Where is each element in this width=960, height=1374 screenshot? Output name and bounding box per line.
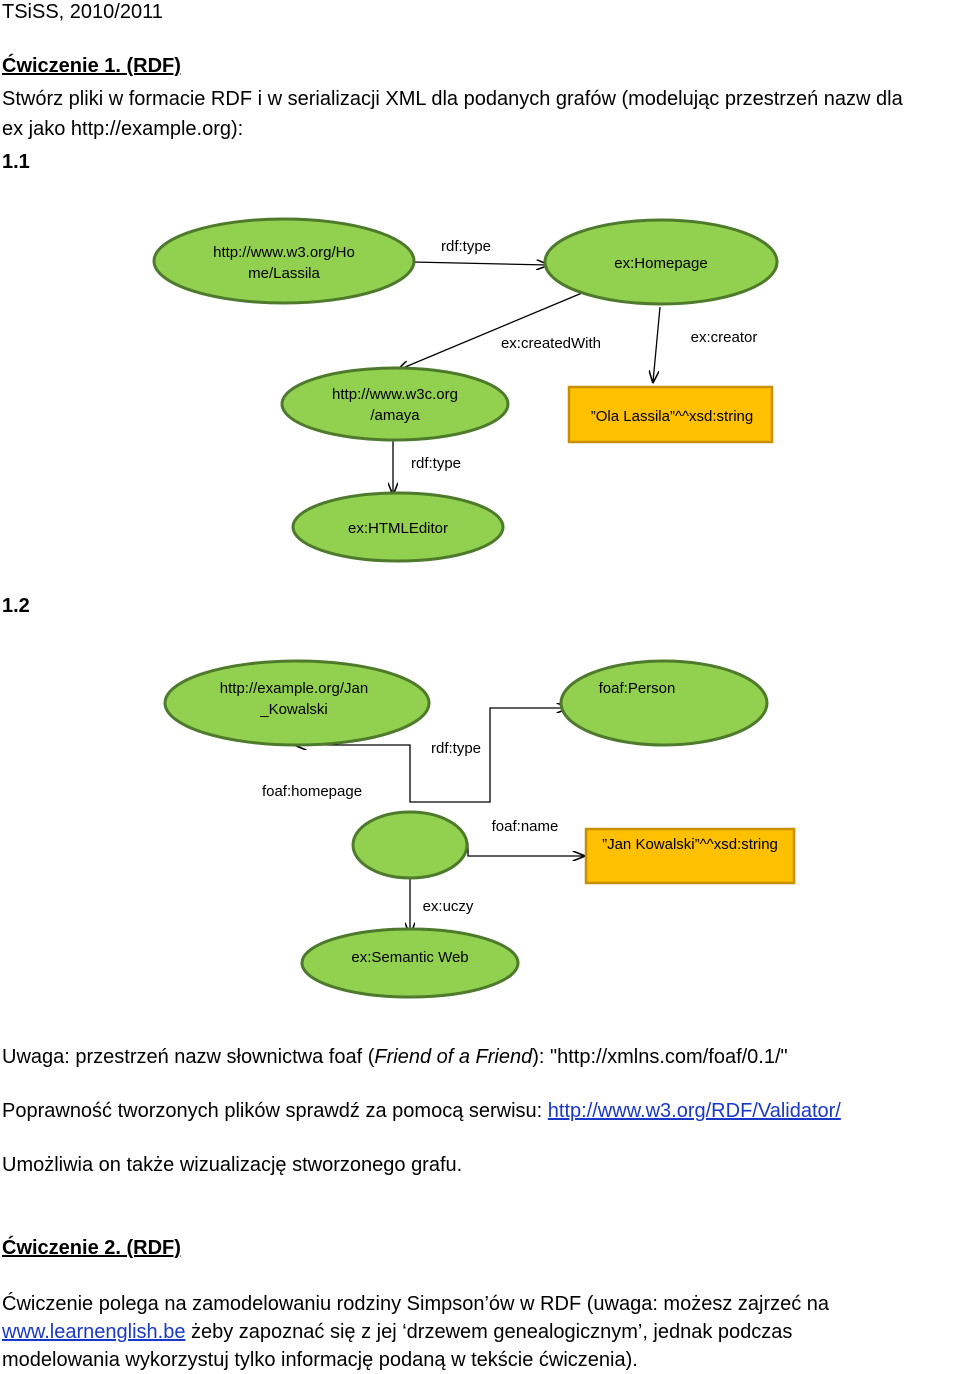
validator-note: Poprawność tworzonych plików sprawdź za … bbox=[2, 1099, 841, 1123]
node-htmleditor-label: ex:HTMLEditor bbox=[348, 520, 448, 537]
exercise2-line2: www.learnenglish.be żeby zapoznać się z … bbox=[2, 1320, 792, 1344]
learnenglish-link[interactable]: www.learnenglish.be bbox=[2, 1321, 186, 1343]
node-amaya-line1: http://www.w3c.org bbox=[332, 386, 458, 403]
node-lassila-ellipse bbox=[152, 217, 416, 305]
exercise1-intro-line2: ex jako http://example.org): bbox=[2, 118, 244, 140]
document-title: TSiSS, 2010/2011 bbox=[2, 1, 163, 23]
edge-rdf-type-3: rdf:type bbox=[431, 740, 481, 757]
edge-name: foaf:name bbox=[492, 818, 559, 835]
node-lassila-literal-label: ”Ola Lassila”^^xsd:string bbox=[591, 408, 753, 425]
node-kowalski-literal-box bbox=[584, 827, 796, 885]
node-semweb-label: ex:Semantic Web bbox=[351, 949, 468, 966]
node-lassila-line2: me/Lassila bbox=[248, 265, 320, 282]
foaf-note-prefix: Uwaga: przestrzeń nazw słownictwa foaf ( bbox=[2, 1046, 375, 1068]
foaf-note-suffix: ): "http://xmlns.com/foaf/0.1/" bbox=[532, 1046, 788, 1068]
node-person-ellipse bbox=[559, 659, 769, 747]
edge-created-with: ex:createdWith bbox=[501, 335, 601, 352]
edge-creator: ex:creator bbox=[691, 329, 758, 346]
node-kowalski-ellipse bbox=[163, 659, 431, 747]
node-lassila-line1: http://www.w3.org/Ho bbox=[213, 244, 355, 261]
exercise1-heading: Ćwiczenie 1. (RDF) bbox=[2, 55, 181, 77]
foaf-note-italic: Friend of a Friend bbox=[374, 1046, 533, 1068]
edge-line-rdf-type-3 bbox=[489, 708, 568, 742]
node-homepage-label: ex:Homepage bbox=[614, 255, 707, 272]
exercise1-intro-line1: Stwórz pliki w formacie RDF i w serializ… bbox=[2, 88, 903, 110]
node-kowalski-literal-label: ”Jan Kowalski”^^xsd:string bbox=[602, 836, 778, 853]
edge-homepage: foaf:homepage bbox=[262, 783, 362, 800]
edge-rdf-type-2: rdf:type bbox=[411, 455, 461, 472]
edge-rdf-type-1: rdf:type bbox=[441, 238, 491, 255]
validator-link[interactable]: http://www.w3.org/RDF/Validator/ bbox=[547, 1100, 841, 1122]
exercise2-line1: Ćwiczenie polega na zamodelowaniu rodzin… bbox=[2, 1293, 830, 1315]
edge-line-created-with bbox=[398, 292, 583, 370]
foaf-note: Uwaga: przestrzeń nazw słownictwa foaf (… bbox=[2, 1045, 788, 1069]
exercise2-line3: modelowania wykorzystuj tylko informację… bbox=[2, 1349, 638, 1371]
node-kowalski-line1: http://example.org/Jan bbox=[220, 680, 368, 697]
node-blank-ellipse bbox=[351, 810, 469, 880]
node-semweb-ellipse bbox=[300, 927, 520, 999]
edge-line-homepage bbox=[295, 742, 491, 803]
validator-note-prefix: Poprawność tworzonych plików sprawdź za … bbox=[2, 1100, 548, 1122]
exercise2-line2-rest: żeby zapoznać się z jej ‘drzewem genealo… bbox=[185, 1321, 793, 1343]
rdf-graph-2: http://example.org/Jan _Kowalski foaf:Pe… bbox=[163, 659, 796, 999]
subsection-1-2: 1.2 bbox=[2, 595, 30, 617]
edge-uczy: ex:uczy bbox=[423, 898, 474, 915]
node-htmleditor-ellipse bbox=[291, 491, 505, 563]
node-lassila-literal-box bbox=[567, 385, 774, 444]
edge-line-creator bbox=[653, 306, 661, 382]
node-kowalski-line2: _Kowalski bbox=[259, 701, 328, 718]
node-amaya-line2: /amaya bbox=[370, 407, 420, 424]
node-amaya-ellipse bbox=[280, 366, 510, 442]
rdf-graph-1: http://www.w3.org/Ho me/Lassila ex:Homep… bbox=[152, 217, 779, 563]
exercise2-heading: Ćwiczenie 2. (RDF) bbox=[2, 1237, 181, 1259]
node-homepage-ellipse bbox=[543, 218, 779, 306]
node-person-label: foaf:Person bbox=[599, 680, 676, 697]
subsection-1-1: 1.1 bbox=[2, 151, 30, 173]
visualization-note: Umożliwia on także wizualizację stworzon… bbox=[2, 1154, 463, 1176]
edge-line-rdf-type-1 bbox=[411, 262, 548, 265]
edge-line-name bbox=[467, 843, 584, 856]
